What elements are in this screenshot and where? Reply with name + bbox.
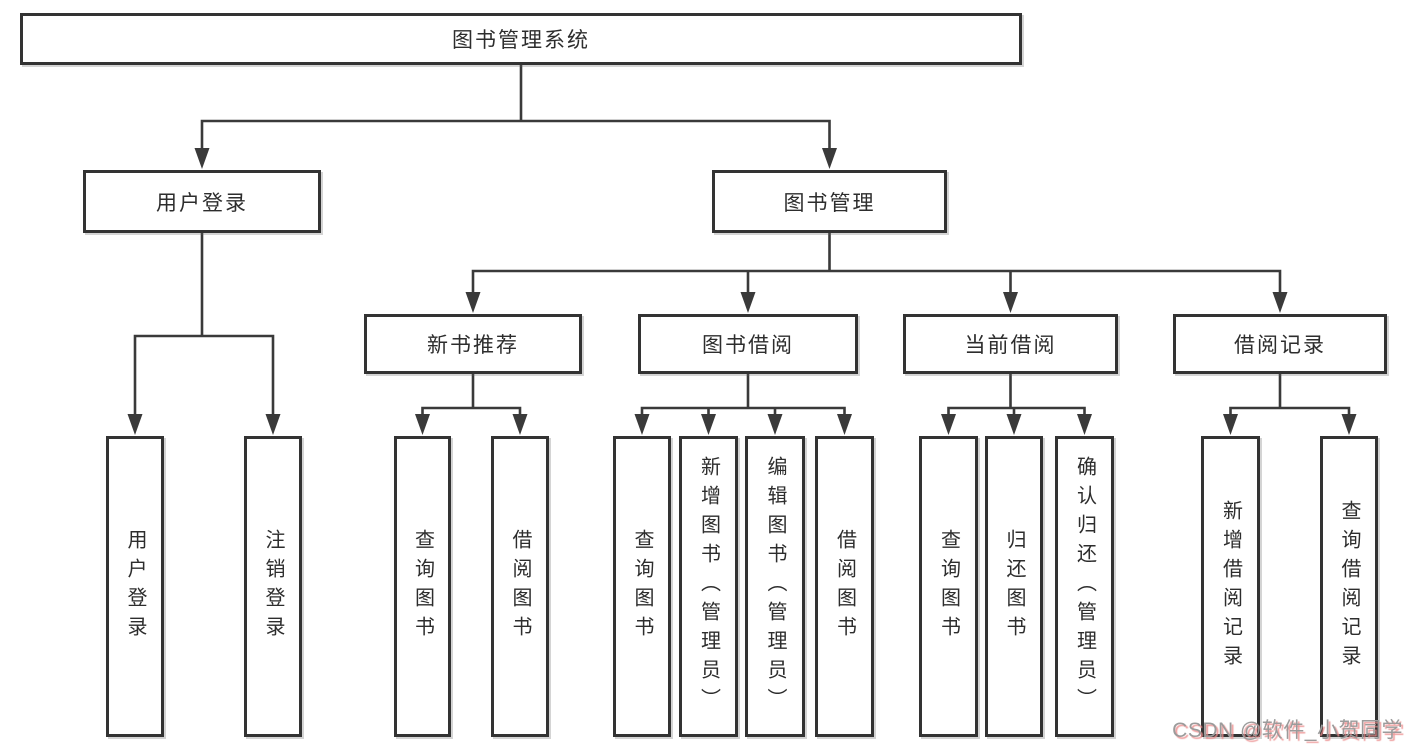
node-nb-query-books: 查询图书 [394, 436, 451, 737]
node-nb-borrow-books: 借阅图书 [491, 436, 549, 737]
node-leaf-logout: 注销登录 [244, 436, 302, 737]
watermark: CSDN @软件_小贺同学 [1172, 719, 1403, 742]
node-bb-add-books: 新增图书（管理员） [679, 436, 738, 737]
node-cb-query-books: 查询图书 [919, 436, 978, 737]
node-borrow-records: 借阅记录 [1173, 314, 1387, 374]
node-br-add-record: 新增借阅记录 [1201, 436, 1260, 737]
node-label: 新增借阅记录 [1219, 499, 1242, 674]
node-new-book-rec: 新书推荐 [364, 314, 582, 374]
node-label: 借阅图书 [509, 528, 531, 645]
node-book-mgmt: 图书管理 [712, 170, 947, 233]
node-current-borrow: 当前借阅 [903, 314, 1118, 374]
node-label: 新增图书（管理员） [697, 456, 720, 717]
node-label: 归还图书 [1003, 528, 1025, 645]
node-label: 图书管理系统 [452, 29, 590, 52]
node-leaf-user-login: 用户登录 [106, 436, 164, 737]
node-label: 图书管理 [783, 191, 876, 215]
node-label: 借阅记录 [1234, 334, 1326, 357]
node-cb-confirm-return: 确认归还（管理员） [1055, 436, 1114, 737]
node-label: 用户登录 [124, 528, 146, 645]
node-label: 查询借阅记录 [1338, 499, 1360, 674]
node-root: 图书管理系统 [20, 13, 1022, 65]
node-bb-borrow-books: 借阅图书 [815, 436, 874, 737]
node-label: 查询图书 [411, 528, 434, 645]
node-label: 查询图书 [631, 528, 653, 645]
node-user-login: 用户登录 [83, 170, 321, 233]
node-bb-query-books: 查询图书 [613, 436, 671, 737]
node-book-borrow: 图书借阅 [638, 314, 858, 374]
node-label: 当前借阅 [964, 334, 1057, 357]
node-label: 图书借阅 [702, 334, 794, 357]
node-label: 注销登录 [262, 528, 284, 645]
node-label: 用户登录 [156, 191, 248, 215]
node-label: 查询图书 [937, 528, 960, 645]
node-label: 确认归还（管理员） [1073, 456, 1096, 717]
node-bb-edit-books: 编辑图书（管理员） [745, 436, 805, 737]
node-cb-return-books: 归还图书 [985, 436, 1043, 737]
node-label: 新书推荐 [427, 334, 519, 357]
node-br-query-record: 查询借阅记录 [1320, 436, 1378, 737]
node-label: 借阅图书 [833, 528, 856, 645]
node-label: 编辑图书（管理员） [764, 456, 786, 717]
